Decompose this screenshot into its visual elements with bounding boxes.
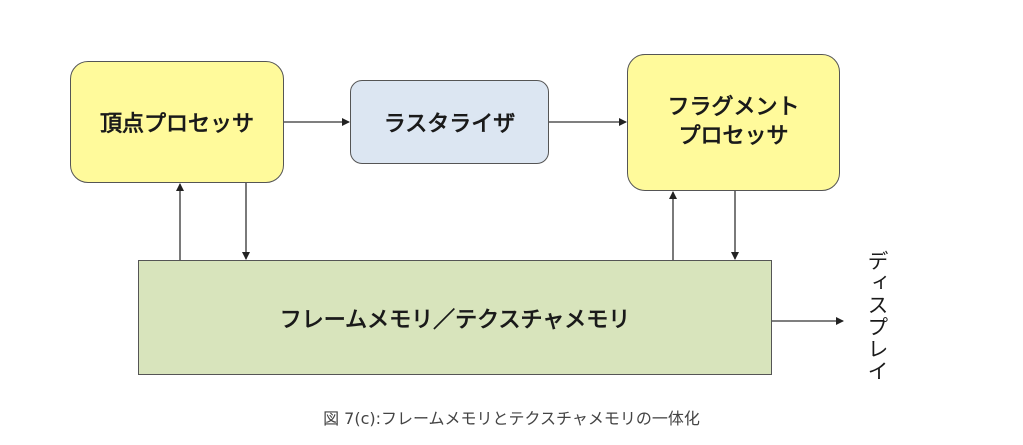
- figure-caption: 図 7(c):フレームメモリとテクスチャメモリの一体化: [323, 409, 700, 428]
- rasterizer-node: ラスタライザ: [350, 80, 549, 164]
- vertex-processor-node: 頂点プロセッサ: [70, 61, 284, 183]
- frame-texture-memory-node: フレームメモリ／テクスチャメモリ: [138, 260, 772, 375]
- rasterizer-label: ラスタライザ: [383, 112, 516, 137]
- display-label: ディスプレイ: [865, 250, 889, 382]
- fragment-processor-node: フラグメント プロセッサ: [627, 54, 840, 191]
- fragment-processor-label-line2: プロセッサ: [678, 123, 789, 149]
- vertex-processor-label: 頂点プロセッサ: [99, 112, 254, 137]
- fragment-processor-label-line1: フラグメント: [667, 94, 800, 120]
- memory-label: フレームメモリ／テクスチャメモリ: [279, 307, 631, 333]
